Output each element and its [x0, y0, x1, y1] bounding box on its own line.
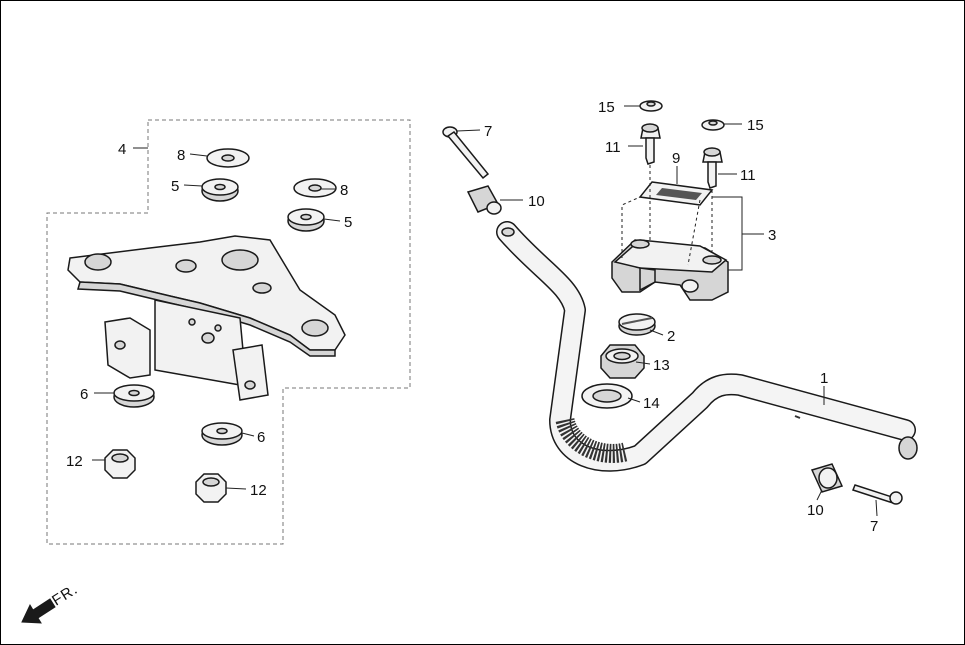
washer-5b — [287, 208, 325, 232]
washer-6a — [113, 384, 155, 408]
callout-3: 3 — [768, 227, 776, 244]
assembly-boundary-4 — [46, 119, 411, 545]
handlebar — [496, 221, 918, 472]
bar-end-weight-10b — [810, 463, 844, 493]
callout-9: 9 — [672, 150, 680, 167]
nut-12a — [104, 449, 136, 479]
arrow-icon — [21, 598, 56, 624]
callout-14: 14 — [643, 395, 660, 412]
washer-8a — [206, 148, 250, 168]
callout-13: 13 — [653, 357, 670, 374]
callout-1: 1 — [820, 370, 828, 387]
callout-12: 12 — [250, 482, 267, 499]
callout-labels: 4 8 5 8 5 6 6 12 12 7 10 15 15 11 11 9 3… — [66, 99, 878, 535]
callout-10: 10 — [528, 193, 545, 210]
callout-8: 8 — [340, 182, 348, 199]
callout-12: 12 — [66, 453, 83, 470]
handlebar-clamp-3 — [611, 239, 729, 301]
bar-end-weight-10a — [466, 185, 502, 215]
callout-15: 15 — [598, 99, 615, 116]
callout-7: 7 — [484, 123, 492, 140]
lower-clamp-2 — [618, 313, 656, 336]
screw-7a — [442, 126, 490, 180]
leader-lines — [92, 105, 878, 517]
cap-15b — [701, 119, 725, 131]
alignment-line-c — [687, 199, 701, 266]
callout-8: 8 — [177, 147, 185, 164]
nut-12b — [195, 473, 227, 503]
nut-13 — [600, 344, 645, 379]
callout-4: 4 — [118, 141, 126, 158]
alignment-line-a — [621, 196, 641, 258]
callout-6: 6 — [257, 429, 265, 446]
top-bridge-bracket — [67, 235, 346, 401]
emblem-plate-9 — [638, 181, 714, 206]
callout-10: 10 — [807, 502, 824, 519]
washer-5a — [201, 178, 239, 202]
callout-7: 7 — [870, 518, 878, 535]
callout-11: 11 — [605, 139, 621, 156]
callout-5: 5 — [171, 178, 179, 195]
washer-8b — [293, 178, 337, 198]
bolt-11a — [640, 123, 661, 165]
callout-15: 15 — [747, 117, 764, 134]
callout-5: 5 — [344, 214, 352, 231]
callout-2: 2 — [667, 328, 675, 345]
callout-6: 6 — [80, 386, 88, 403]
washer-6b — [201, 422, 243, 446]
screw-7b — [852, 484, 903, 505]
cap-15a — [639, 100, 663, 112]
washer-14 — [581, 383, 633, 409]
callout-11: 11 — [740, 167, 756, 184]
bolt-11b — [702, 147, 723, 189]
